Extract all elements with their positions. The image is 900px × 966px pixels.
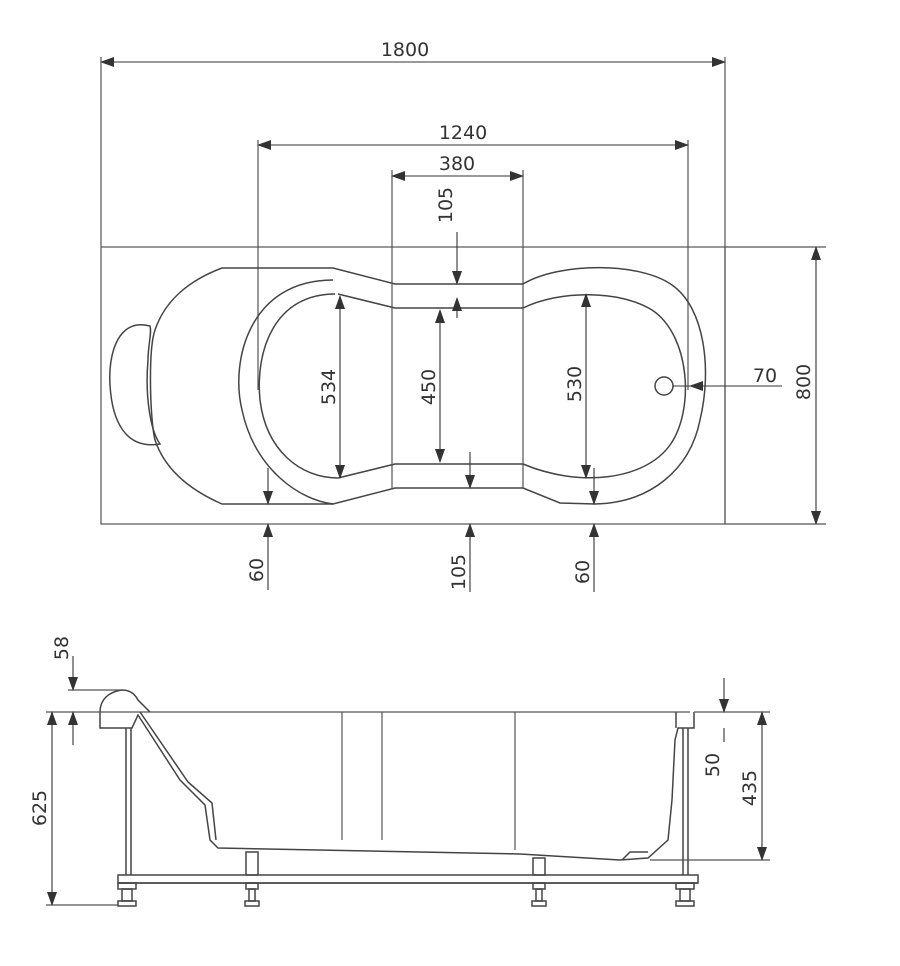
- dim-60-left-label: 60: [246, 558, 268, 582]
- dim-50: 50: [702, 678, 729, 777]
- support-frame: [117, 728, 699, 907]
- dim-58-label: 58: [51, 636, 73, 660]
- dim-70-label: 70: [753, 365, 777, 387]
- dim-534-label: 534: [318, 369, 340, 405]
- dim-1800-label: 1800: [381, 39, 429, 61]
- dim-534: 534: [318, 295, 345, 479]
- dim-105-bottom-label: 105: [448, 554, 470, 590]
- tub-body: [109, 266, 707, 505]
- dim-60-left: 60: [246, 468, 273, 590]
- dim-105-top: 105: [435, 187, 462, 318]
- side-view: 58 625 50 435: [29, 636, 770, 907]
- dim-530-label: 530: [564, 366, 586, 402]
- dim-435: 435: [739, 711, 767, 861]
- dim-450-label: 450: [418, 369, 440, 405]
- dim-800: 800: [793, 246, 821, 525]
- dim-70: 70: [673, 365, 782, 391]
- dim-105-top-label: 105: [435, 187, 457, 223]
- dim-1240-label: 1240: [439, 122, 487, 144]
- dim-50-label: 50: [702, 753, 724, 777]
- side-extension-lines: [46, 689, 770, 906]
- drain-circle: [654, 376, 674, 396]
- plan-outline: [100, 246, 726, 525]
- dim-450: 450: [418, 309, 445, 463]
- tub-profile: [99, 689, 695, 861]
- dim-435-label: 435: [739, 770, 761, 806]
- dim-625-label: 625: [29, 790, 51, 826]
- extension-lines: [100, 57, 826, 525]
- dim-380-label: 380: [439, 153, 475, 175]
- dim-800-label: 800: [793, 364, 815, 400]
- inner-lines: [341, 712, 516, 850]
- plan-view: 1800 1240 380 105 534 450 530: [100, 39, 826, 592]
- dim-625: 625: [29, 711, 57, 906]
- dim-530: 530: [564, 293, 591, 479]
- dim-105-bottom: 105: [448, 452, 475, 592]
- dim-60-right-label: 60: [572, 560, 594, 584]
- dim-60-right: 60: [572, 468, 599, 592]
- dim-380: 380: [391, 153, 524, 181]
- dim-58: 58: [51, 636, 78, 745]
- dim-1240: 1240: [257, 122, 689, 150]
- dim-1800: 1800: [100, 39, 726, 67]
